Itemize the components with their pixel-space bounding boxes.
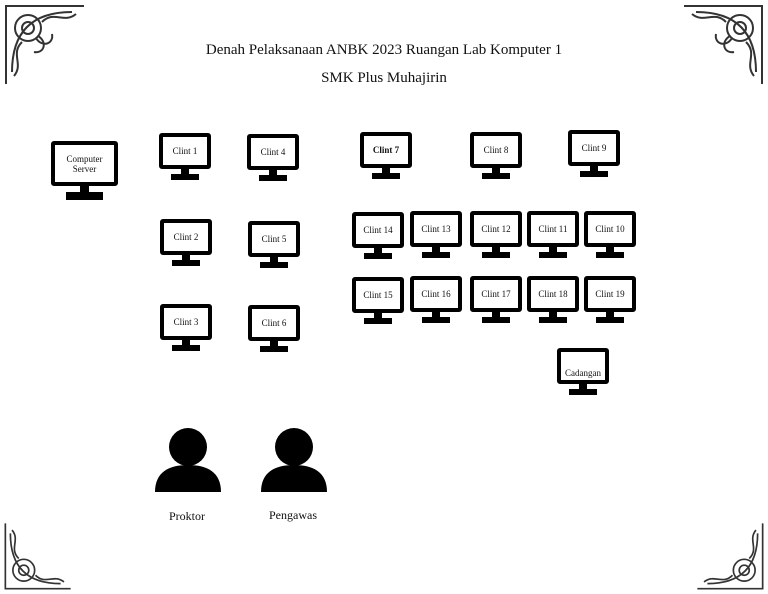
monitor-clint-12: Clint 12 <box>470 211 522 259</box>
monitor-clint-11: Clint 11 <box>527 211 579 259</box>
monitor-label: Clint 8 <box>470 132 522 168</box>
monitor-cadangan: Cadangan <box>557 348 609 396</box>
monitor-clint-1: Clint 1 <box>159 133 211 181</box>
monitor-label: Clint 9 <box>568 130 620 166</box>
monitor-label: Cadangan <box>557 348 609 384</box>
monitor-clint-14: Clint 14 <box>352 212 404 260</box>
monitor-label: Clint 3 <box>160 304 212 340</box>
pengawas-label: Pengawas <box>269 508 317 522</box>
monitor-label: Clint 13 <box>410 211 462 247</box>
monitor-clint-8: Clint 8 <box>470 132 522 180</box>
monitor-label: Clint 7 <box>360 132 412 168</box>
monitor-label: Clint 16 <box>410 276 462 312</box>
monitor-clint-13: Clint 13 <box>410 211 462 259</box>
monitor-server: Computer Server <box>51 141 118 201</box>
monitor-label: Clint 10 <box>584 211 636 247</box>
monitor-label: Clint 17 <box>470 276 522 312</box>
corner-ornament-bottom-right <box>697 523 764 590</box>
monitor-clint-5: Clint 5 <box>248 221 300 269</box>
monitor-label: Clint 14 <box>352 212 404 248</box>
monitor-clint-3: Clint 3 <box>160 304 212 352</box>
page-subtitle: SMK Plus Muhajirin <box>321 70 447 86</box>
monitor-label: Clint 6 <box>248 305 300 341</box>
monitor-label: Clint 5 <box>248 221 300 257</box>
monitor-label: Computer Server <box>51 141 118 186</box>
page-title: Denah Pelaksanaan ANBK 2023 Ruangan Lab … <box>205 42 563 58</box>
proktor-person-icon <box>155 428 221 492</box>
monitor-label: Clint 4 <box>247 134 299 170</box>
monitor-label: Clint 18 <box>527 276 579 312</box>
monitor-label: Clint 12 <box>470 211 522 247</box>
monitor-label: Clint 11 <box>527 211 579 247</box>
monitor-clint-2: Clint 2 <box>160 219 212 267</box>
proktor-label: Proktor <box>169 509 205 523</box>
monitor-clint-17: Clint 17 <box>470 276 522 324</box>
monitor-clint-4: Clint 4 <box>247 134 299 182</box>
monitor-label: Clint 15 <box>352 277 404 313</box>
monitor-label: Clint 19 <box>584 276 636 312</box>
monitor-clint-19: Clint 19 <box>584 276 636 324</box>
corner-ornament-top-left <box>5 5 84 84</box>
monitor-clint-10: Clint 10 <box>584 211 636 259</box>
corner-ornament-top-right <box>684 5 763 84</box>
corner-ornament-bottom-left <box>4 523 71 590</box>
monitor-clint-16: Clint 16 <box>410 276 462 324</box>
monitor-clint-7: Clint 7 <box>360 132 412 180</box>
monitor-clint-15: Clint 15 <box>352 277 404 325</box>
monitor-label: Clint 1 <box>159 133 211 169</box>
monitor-clint-9: Clint 9 <box>568 130 620 178</box>
pengawas-person-icon <box>261 428 327 492</box>
monitor-label: Clint 2 <box>160 219 212 255</box>
monitor-clint-18: Clint 18 <box>527 276 579 324</box>
monitor-clint-6: Clint 6 <box>248 305 300 353</box>
